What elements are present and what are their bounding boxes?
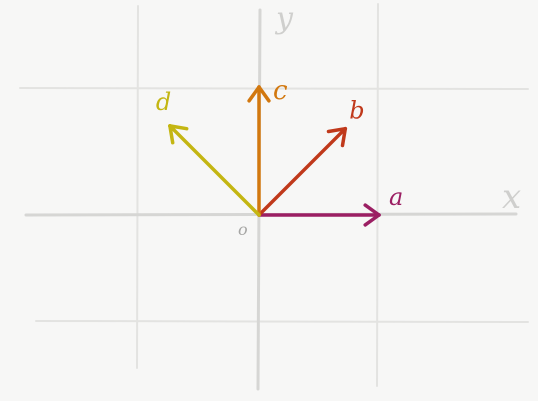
grid-line-vertical-right: [376, 3, 379, 387]
vector-b-shaft: [257, 126, 348, 217]
vector-c-label: c: [273, 76, 288, 106]
x-axis-label: x: [502, 177, 521, 217]
vector-b: b: [257, 97, 365, 217]
vector-c: c: [247, 76, 288, 217]
vector-c-arrowhead-left: [247, 85, 261, 103]
vector-d-arrowhead-right: [168, 124, 189, 131]
vector-d-shaft: [168, 124, 261, 217]
vector-c-arrowhead-right: [257, 85, 271, 103]
vector-d: d: [156, 88, 261, 217]
vector-d-arrowhead-left: [168, 124, 175, 145]
vector-b-arrowhead-right: [340, 126, 348, 148]
grid-line-horizontal-bottom: [35, 320, 529, 323]
vector-a-arrowhead-left: [363, 203, 381, 217]
vector-a: a: [257, 183, 403, 227]
vector-a-label: a: [389, 183, 403, 211]
origin-label: o: [238, 220, 248, 239]
vectors-layer: a b c d: [156, 76, 403, 227]
vector-d-label: d: [156, 88, 171, 116]
y-axis-label: y: [274, 1, 294, 36]
grid-line-vertical-left: [136, 5, 139, 369]
vector-a-arrowhead-right: [363, 213, 381, 227]
vector-b-label: b: [349, 97, 364, 125]
grid-line-horizontal-top: [19, 87, 529, 90]
vector-b-arrowhead-left: [326, 126, 348, 134]
